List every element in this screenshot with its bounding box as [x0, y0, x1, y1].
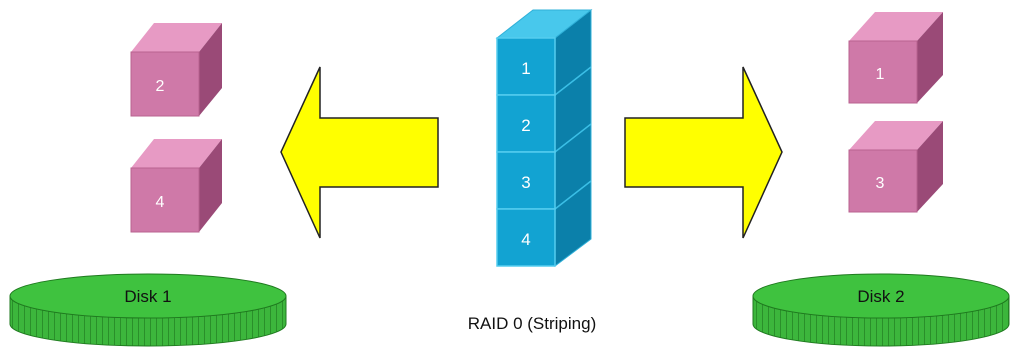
disk-2: Disk 2: [752, 273, 1010, 347]
source-block: 3: [496, 151, 556, 210]
disk-1-label: Disk 1: [124, 287, 171, 306]
disk1-block-label: 4: [156, 194, 165, 211]
source-block-label: 1: [521, 59, 530, 78]
diagram-caption: RAID 0 (Striping): [468, 314, 596, 333]
source-block: 1: [496, 37, 556, 96]
source-block-stack: 1 2 3 4: [495, 8, 593, 267]
disk-1: Disk 1: [9, 273, 287, 347]
source-block: 4: [496, 208, 556, 267]
disk1-block: 2: [130, 23, 222, 117]
disk2-block-label: 1: [876, 66, 885, 83]
disk-2-top: [752, 273, 1010, 319]
left-arrow: [280, 66, 439, 239]
source-block-label: 3: [521, 173, 530, 192]
disk2-block: 3: [848, 121, 943, 213]
disk-2-label: Disk 2: [857, 287, 904, 306]
source-block-label: 2: [521, 116, 530, 135]
source-block-label: 4: [521, 230, 530, 249]
disk1-block-label: 2: [156, 78, 165, 95]
disk2-block-label: 3: [876, 175, 885, 192]
disk1-block: 4: [130, 139, 222, 233]
right-arrow: [624, 66, 783, 239]
source-block: 2: [496, 94, 556, 153]
disk-1-top: [9, 273, 287, 319]
disk2-block: 1: [848, 12, 943, 104]
